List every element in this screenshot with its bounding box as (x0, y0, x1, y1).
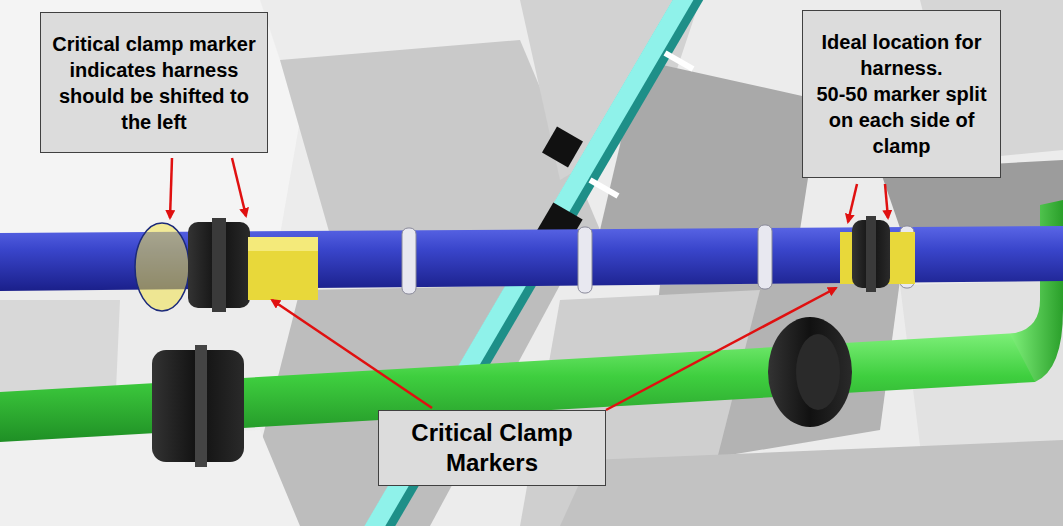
callout-text: Critical Clamp Markers (385, 418, 599, 478)
callout-text: 50-50 marker split on each side of clamp (811, 81, 992, 159)
callout-box: Ideal location for harness.50-50 marker … (802, 10, 1001, 178)
callout-box: Critical clamp marker indicates harness … (40, 12, 268, 153)
callout-box: Critical Clamp Markers (378, 410, 606, 486)
callout-text: Ideal location for harness. (811, 29, 992, 81)
callout-text: Critical clamp marker indicates harness … (49, 31, 259, 135)
